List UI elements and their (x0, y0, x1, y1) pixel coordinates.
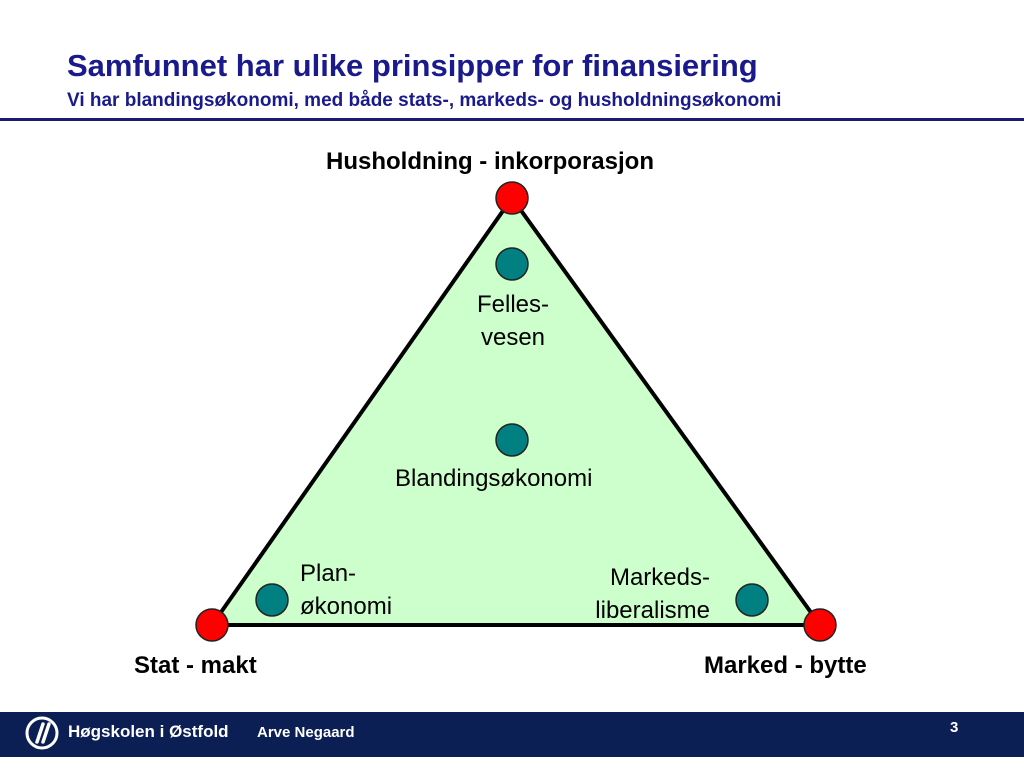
corner-label-top: Husholdning - inkorporasjon (326, 148, 654, 175)
label-markeds-line2: liberalisme (595, 597, 710, 624)
corner-label-left: Stat - makt (134, 652, 257, 679)
label-plan: Plan- økonomi (300, 557, 392, 623)
inner-point-blanding (495, 423, 529, 457)
label-blanding: Blandingsøkonomi (395, 465, 593, 492)
page-number: 3 (950, 719, 959, 736)
corner-point-left (195, 608, 229, 642)
triangle-shape (208, 194, 824, 627)
inner-point-markeds (735, 583, 769, 617)
author-name: Arve Negaard (257, 724, 355, 741)
label-felles-line2: vesen (480, 324, 546, 351)
footer-bar (0, 712, 1024, 757)
title-divider (0, 118, 1024, 121)
page-title: Samfunnet har ulike prinsipper for finan… (67, 48, 758, 83)
label-plan-line2: økonomi (300, 593, 393, 620)
school-logo-icon (25, 716, 59, 750)
label-felles: Felles- vesen (473, 288, 553, 354)
label-plan-line1: Plan- (300, 560, 357, 587)
label-felles-line1: Felles- (476, 291, 549, 318)
page-subtitle: Vi har blandingsøkonomi, med både stats-… (67, 90, 782, 111)
label-markeds: Markeds- liberalisme (560, 561, 710, 627)
inner-point-felles (495, 247, 529, 281)
label-markeds-line1: Markeds- (609, 564, 710, 591)
corner-point-top (495, 181, 529, 215)
corner-point-right (803, 608, 837, 642)
corner-label-right: Marked - bytte (704, 652, 867, 679)
organization-name: Høgskolen i Østfold (68, 722, 229, 741)
inner-point-plan (255, 583, 289, 617)
